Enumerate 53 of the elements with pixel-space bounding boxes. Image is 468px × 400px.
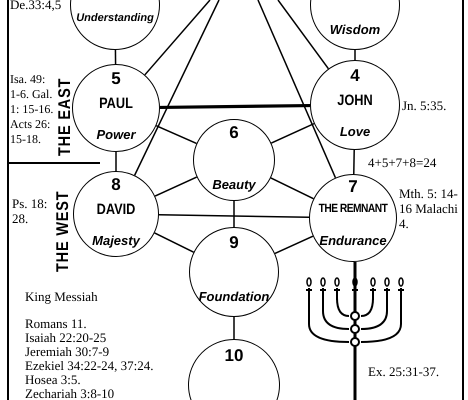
attribute-label: Endurance bbox=[318, 234, 388, 247]
verse-reference: Isaiah 22:20-25 bbox=[25, 330, 108, 345]
connector-line bbox=[233, 201, 235, 227]
attribute-label: Beauty bbox=[211, 178, 257, 191]
connector-line bbox=[257, 0, 336, 178]
name-label: DAVID bbox=[96, 202, 136, 217]
number-label: 9 bbox=[228, 234, 240, 251]
verse-reference: Mth. 5: 14-16 Malachi 4. bbox=[399, 186, 459, 231]
attribute-label: Love bbox=[338, 125, 372, 138]
name-label: PAUL bbox=[98, 96, 134, 111]
connector-line bbox=[270, 177, 314, 200]
connector-line bbox=[154, 176, 198, 197]
connector-line bbox=[158, 214, 310, 218]
connector-line bbox=[115, 152, 117, 171]
verse-reference: De.33:4,5 bbox=[10, 0, 62, 12]
connector-line bbox=[277, 0, 329, 70]
heading-note: King Messiah bbox=[25, 289, 99, 304]
verse-reference: Isa. 49: 1-6. Gal. 1: 15-16. Acts 26: 15-18. bbox=[10, 72, 54, 147]
number-label: 10 bbox=[224, 347, 244, 364]
verse-reference: Jn. 5:35. bbox=[402, 98, 448, 113]
region-label: THE EAST bbox=[55, 78, 75, 156]
verse-reference: Zechariah 3:8-10 bbox=[25, 386, 116, 400]
name-label: THE REMNANT bbox=[318, 202, 389, 214]
connector-line bbox=[114, 50, 116, 64]
verse-reference: Ex. 25:31-37. bbox=[368, 364, 440, 379]
attribute-label: Majesty bbox=[91, 234, 142, 247]
name-label: JOHN bbox=[336, 93, 374, 108]
connector-line bbox=[274, 236, 314, 254]
attribute-label: Power bbox=[95, 128, 138, 141]
connector-line bbox=[134, 0, 220, 176]
connector-line bbox=[156, 125, 197, 144]
number-label: 7 bbox=[347, 178, 359, 195]
connector-line bbox=[154, 232, 194, 253]
connector-line bbox=[160, 104, 310, 110]
attribute-label: Wisdom bbox=[328, 23, 382, 36]
verse-reference: Romans 11. bbox=[25, 316, 88, 331]
attribute-label: Understanding bbox=[75, 13, 155, 24]
verse-reference: Jeremiah 30:7-9 bbox=[25, 344, 110, 359]
verse-reference: Ezekiel 34:22-24, 37:24. bbox=[25, 358, 155, 373]
number-label: 4 bbox=[349, 67, 361, 84]
connector-line bbox=[353, 150, 355, 174]
region-label: THE WEST bbox=[53, 190, 73, 272]
number-label: 5 bbox=[110, 70, 122, 87]
sum-note: 4+5+7+8=24 bbox=[368, 155, 438, 170]
attribute-label: Foundation bbox=[198, 290, 270, 303]
connector-line bbox=[354, 50, 356, 60]
verse-reference: Hosea 3:5. bbox=[25, 372, 82, 387]
verse-reference: Ps. 18: 28. bbox=[12, 196, 48, 226]
number-label: 8 bbox=[110, 176, 122, 193]
connector-line bbox=[233, 317, 235, 339]
number-label: 6 bbox=[228, 124, 240, 141]
connector-line bbox=[144, 0, 211, 76]
connector-line bbox=[271, 122, 314, 144]
